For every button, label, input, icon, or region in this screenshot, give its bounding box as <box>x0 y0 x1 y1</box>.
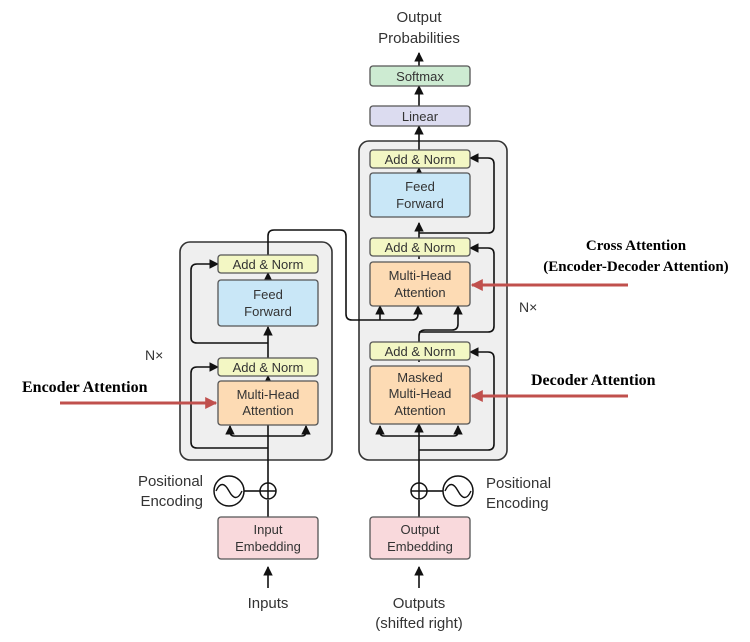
decoder-cross-attention: Multi-Head Attention <box>369 261 471 307</box>
svg-text:Softmax: Softmax <box>396 69 444 84</box>
decoder-positional-label: Positional <box>486 475 551 492</box>
svg-text:Attention: Attention <box>394 285 445 300</box>
decoder-add-norm-top: Add & Norm <box>369 149 471 169</box>
encoder-stack <box>179 241 333 461</box>
svg-text:Add & Norm: Add & Norm <box>233 257 304 272</box>
svg-text:Feed: Feed <box>253 287 283 302</box>
decoder-add-circle <box>410 482 428 500</box>
svg-text:Multi-Head: Multi-Head <box>389 268 452 283</box>
cross-attention-annotation-2: (Encoder-Decoder Attention) <box>543 259 728 275</box>
encoder-add-norm-top: Add & Norm <box>217 254 319 274</box>
svg-text:Multi-Head: Multi-Head <box>389 386 452 401</box>
input-embedding: Input Embedding <box>217 516 319 560</box>
svg-text:Attention: Attention <box>242 403 293 418</box>
encoder-add-norm-bottom: Add & Norm <box>217 357 319 377</box>
svg-text:Forward: Forward <box>396 196 444 211</box>
svg-text:Add & Norm: Add & Norm <box>233 360 304 375</box>
encoder-positional-label: Positional <box>138 473 203 490</box>
decoder-add-norm-mid: Add & Norm <box>369 237 471 257</box>
encoder-attention-annotation: Encoder Attention <box>22 379 148 396</box>
linear-box: Linear <box>369 105 471 127</box>
encoder-add-circle <box>259 482 277 500</box>
encoder-multi-head-attention: Multi-Head Attention <box>217 380 319 426</box>
output-probabilities-label: Output <box>396 9 442 26</box>
svg-text:Masked: Masked <box>397 370 443 385</box>
output-probabilities-label-2: Probabilities <box>378 30 460 47</box>
decoder-masked-attention: Masked Multi-Head Attention <box>369 365 471 425</box>
decoder-nx-label: N× <box>519 299 537 315</box>
svg-text:Embedding: Embedding <box>235 539 301 554</box>
svg-text:Add & Norm: Add & Norm <box>385 152 456 167</box>
decoder-sine-wave-icon <box>442 475 474 507</box>
decoder-feed-forward: Feed Forward <box>369 172 471 218</box>
svg-text:Embedding: Embedding <box>387 539 453 554</box>
svg-text:Linear: Linear <box>402 109 439 124</box>
output-embedding: Output Embedding <box>369 516 471 560</box>
encoder-sine-wave-icon <box>213 475 245 507</box>
encoder-nx-label: N× <box>145 347 163 363</box>
encoder-feed-forward: Feed Forward <box>217 279 319 327</box>
svg-text:Attention: Attention <box>394 403 445 418</box>
svg-text:Feed: Feed <box>405 179 435 194</box>
svg-text:Forward: Forward <box>244 304 292 319</box>
decoder-positional-label-2: Encoding <box>486 495 549 512</box>
outputs-label: Outputs <box>393 595 446 612</box>
decoder-add-norm-bottom: Add & Norm <box>369 341 471 361</box>
svg-text:Input: Input <box>254 522 283 537</box>
svg-text:Add & Norm: Add & Norm <box>385 240 456 255</box>
softmax-box: Softmax <box>369 65 471 87</box>
svg-text:Multi-Head: Multi-Head <box>237 387 300 402</box>
svg-text:Add & Norm: Add & Norm <box>385 344 456 359</box>
outputs-label-2: (shifted right) <box>375 615 463 632</box>
inputs-label: Inputs <box>248 595 289 612</box>
decoder-attention-annotation: Decoder Attention <box>531 372 656 389</box>
cross-attention-annotation: Cross Attention <box>586 238 687 254</box>
encoder-positional-label-2: Encoding <box>140 493 203 510</box>
svg-text:Output: Output <box>400 522 439 537</box>
